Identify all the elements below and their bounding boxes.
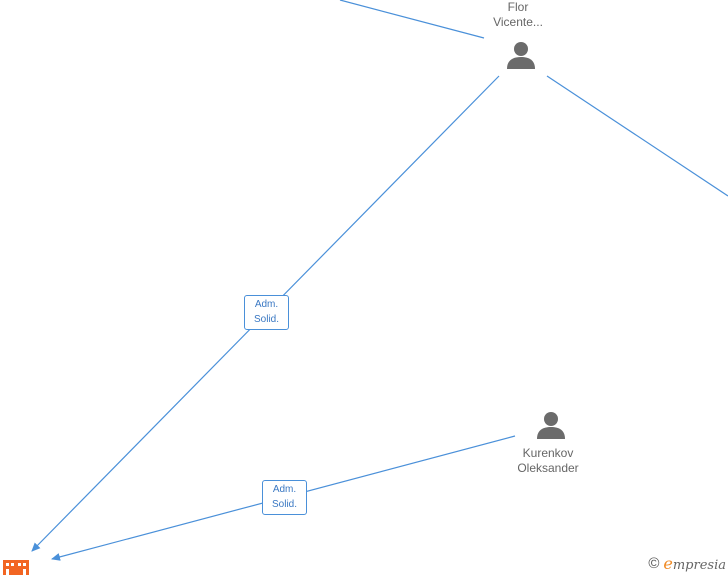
flor-name-line1: Flor (507, 0, 529, 14)
edge-role-line1: Adm. (254, 299, 279, 310)
building-icon[interactable] (3, 560, 29, 575)
edge-role-badge[interactable]: Adm. Solid. (262, 480, 307, 515)
edge-role-badge[interactable]: Adm. Solid. (244, 295, 289, 330)
edge-role-line1: Adm. (272, 484, 297, 495)
flor-name-line2: Vicente... (493, 15, 543, 29)
edge-flor-to-offscreen-right (546, 75, 728, 197)
edge-role-line2: Solid. (253, 314, 279, 325)
person-icon[interactable] (506, 40, 536, 70)
brand-logo-initial: e (663, 554, 673, 573)
empresia-watermark[interactable]: © empresia (648, 554, 726, 573)
edge-role-line2: Solid. (271, 499, 297, 510)
copyright-symbol: © (648, 555, 660, 572)
kurenkov-name-line1: Kurenkov (522, 446, 574, 460)
flor-name-label[interactable]: Flor Vicente... (468, 0, 568, 30)
edge-offscreen-to-flor (339, 0, 485, 39)
kurenkov-name-line2: Oleksander (517, 461, 579, 475)
kurenkov-name-label[interactable]: Kurenkov Oleksander (498, 446, 598, 476)
brand-logo: empresia (663, 554, 726, 573)
person-icon[interactable] (536, 410, 566, 440)
brand-logo-rest: mpresia (672, 558, 726, 573)
